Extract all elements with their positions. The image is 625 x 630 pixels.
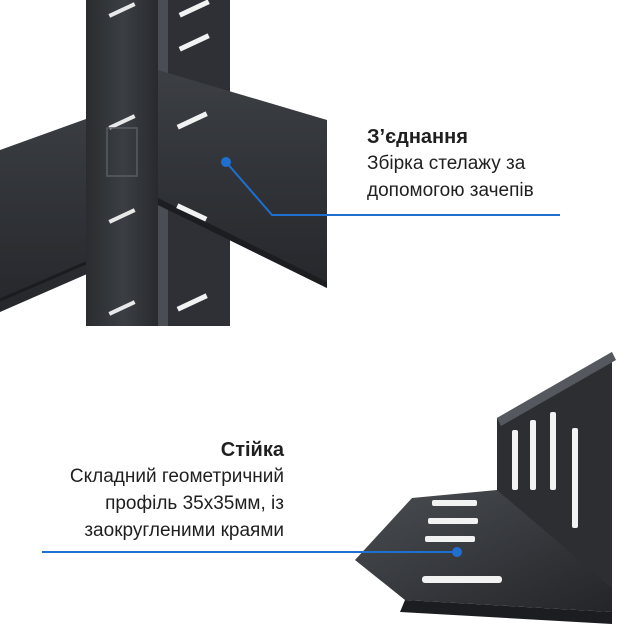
upright-description-line-2: профіль 35х35мм, із: [105, 493, 284, 514]
connection-leader-line: [225, 161, 560, 216]
profile-base: [355, 490, 612, 612]
connection-title: З’єднання: [367, 126, 468, 148]
connection-description-line-1: Збірка стелажу за: [367, 153, 526, 174]
upright-description-line-3: заокругленими краями: [84, 520, 284, 541]
upright-title: Стійка: [220, 439, 284, 461]
shelf-connection-illustration: [0, 0, 560, 326]
connection-callout: З’єднання Збірка стелажу за допомогою за…: [367, 124, 534, 204]
back-upright: [86, 0, 161, 326]
upright-callout: Стійка Складний геометричний профіль 35х…: [70, 437, 284, 544]
upright-profile-illustration: [42, 352, 616, 624]
connection-marker-icon: [221, 157, 231, 167]
upright-slots: [176, 0, 210, 312]
upright-description-line-1: Складний геометричний: [69, 466, 284, 487]
connection-description-line-2: допомогою зачепів: [367, 180, 534, 201]
right-beam: [158, 70, 327, 288]
upright-marker-icon: [452, 547, 462, 557]
